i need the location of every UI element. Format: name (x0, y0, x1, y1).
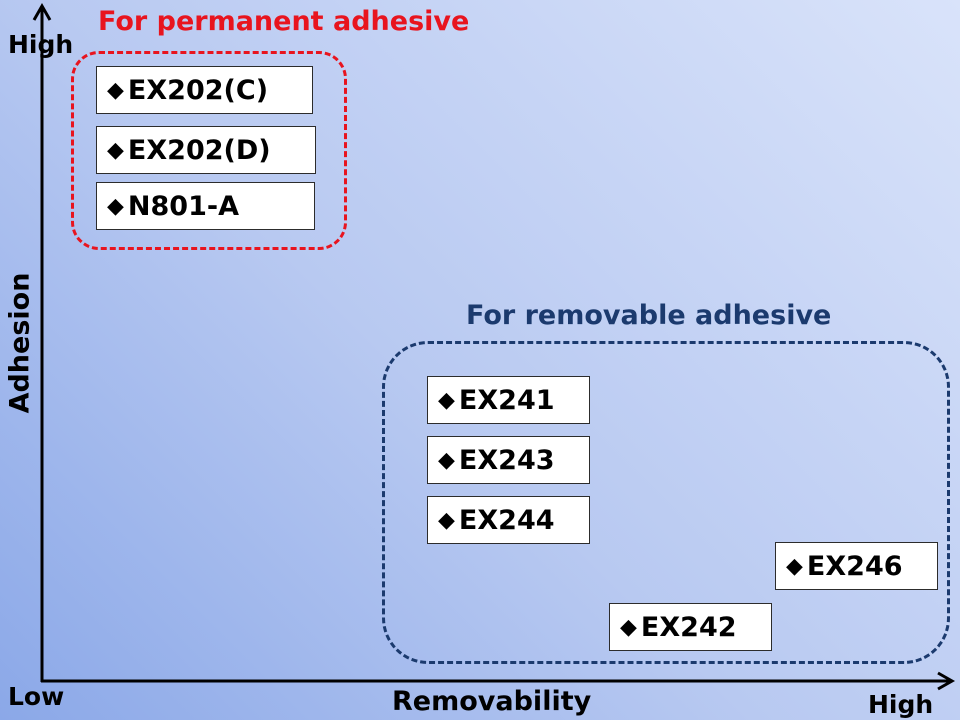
diamond-bullet-icon: ◆ (438, 387, 455, 413)
product-ex243: ◆ EX243 (427, 436, 590, 484)
y-axis-title: Adhesion (4, 272, 36, 414)
diamond-bullet-icon: ◆ (107, 137, 124, 163)
x-axis-low-label: Low (8, 682, 65, 711)
product-ex244: ◆ EX244 (427, 496, 590, 544)
product-ex246: ◆ EX246 (775, 542, 938, 590)
product-ex202c: ◆ EX202(C) (96, 66, 313, 114)
removable-group-title: For removable adhesive (466, 300, 832, 331)
y-axis-high-label: High (8, 30, 74, 59)
permanent-group-title: For permanent adhesive (98, 6, 470, 37)
x-axis-title: Removability (392, 686, 592, 717)
y-axis-arrowhead (32, 2, 52, 21)
product-label: N801-A (127, 190, 239, 222)
diamond-bullet-icon: ◆ (786, 553, 803, 579)
x-axis-high-label: High (868, 690, 934, 719)
product-label: EX202(D) (127, 134, 271, 166)
product-n801a: ◆ N801-A (96, 182, 315, 230)
diamond-bullet-icon: ◆ (620, 614, 637, 640)
product-label: EX246 (806, 550, 903, 582)
diamond-bullet-icon: ◆ (107, 193, 124, 219)
product-label: EX242 (640, 611, 737, 643)
product-ex242: ◆ EX242 (609, 603, 772, 651)
product-label: EX241 (458, 384, 555, 416)
diamond-bullet-icon: ◆ (107, 77, 124, 103)
diamond-bullet-icon: ◆ (438, 507, 455, 533)
permanent-group-frame (71, 51, 347, 250)
product-ex202d: ◆ EX202(D) (96, 126, 316, 174)
removable-group-frame (382, 341, 950, 664)
x-axis-arrowhead (937, 671, 956, 691)
diamond-bullet-icon: ◆ (438, 447, 455, 473)
product-label: EX202(C) (127, 74, 269, 106)
product-ex241: ◆ EX241 (427, 376, 590, 424)
product-label: EX244 (458, 504, 555, 536)
product-label: EX243 (458, 444, 555, 476)
